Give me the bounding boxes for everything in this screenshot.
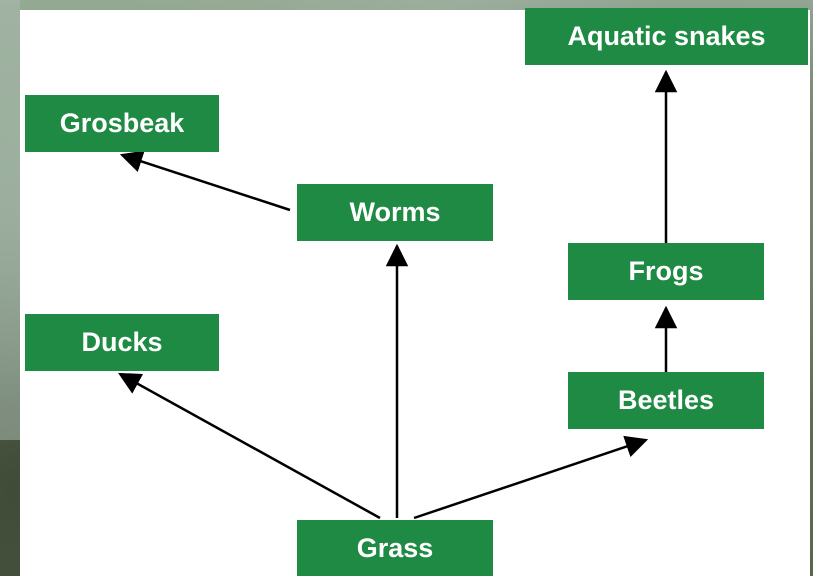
node-worms: Worms — [297, 184, 493, 241]
edge-grass-to-beetles — [414, 440, 646, 518]
node-aquatic-snakes: Aquatic snakes — [525, 8, 808, 65]
node-beetles: Beetles — [568, 372, 764, 429]
edge-grass-to-ducks — [120, 374, 380, 518]
node-ducks: Ducks — [25, 314, 219, 371]
node-grosbeak: Grosbeak — [25, 95, 219, 152]
node-frogs: Frogs — [568, 243, 764, 300]
edge-worms-to-grosbeak — [122, 155, 290, 210]
node-grass: Grass — [297, 520, 493, 576]
